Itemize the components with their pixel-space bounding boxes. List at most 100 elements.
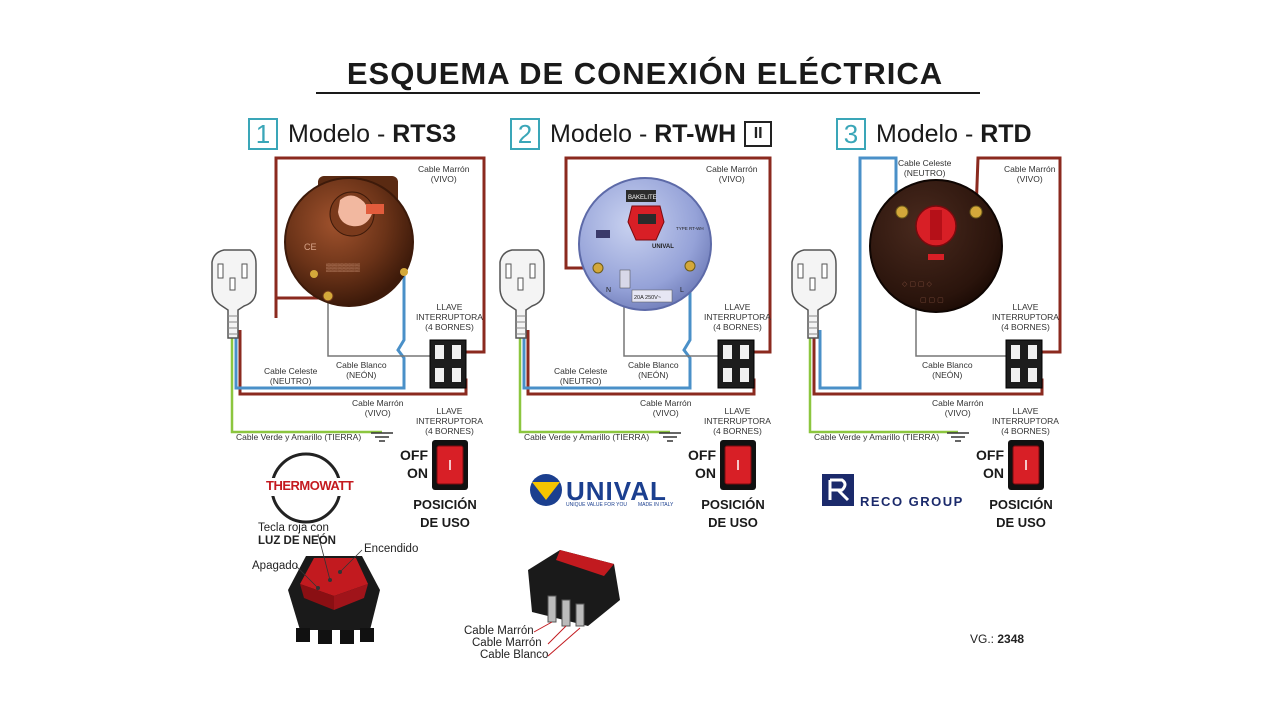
- m1-label-tierra: Cable Verde y Amarillo (TIERRA): [236, 432, 362, 442]
- m3-label-tierra: Cable Verde y Amarillo (TIERRA): [814, 432, 940, 442]
- reference-code: VG.: 2348: [970, 632, 1024, 646]
- m1-bornes-text: (4 BORNES): [425, 322, 474, 332]
- m3-label-marron-bottom: Cable Marrón(VIVO): [932, 398, 984, 418]
- m2-n-label: N: [606, 287, 611, 294]
- m2-label-blanco: Cable Blanco(NEÓN): [628, 360, 679, 380]
- m2-label-marron-bottom: Cable Marrón(VIVO): [640, 398, 692, 418]
- m1-posicion-text: POSICIÓN: [413, 497, 477, 512]
- reference-value: 2348: [997, 632, 1025, 646]
- m2-blanco-text: Cable Blanco: [628, 360, 679, 370]
- m1-thermostat-rts3: CE ▒▒▒▒▒▒: [284, 176, 414, 307]
- m3-interruptora-text: INTERRUPTORA: [992, 312, 1059, 322]
- model-name-1: RTS3: [392, 119, 457, 148]
- switch-detail-front: [288, 533, 380, 644]
- model-3-diagram: ◇ ▢ ▢ ◇ ▢ ▢ ▢: [791, 156, 1062, 491]
- m2-ground-wire: [518, 330, 670, 434]
- m3-off-text: OFF: [976, 447, 1004, 463]
- m2-celeste-text: Cable Celeste: [554, 366, 608, 376]
- m2-llave-text: LLAVE: [724, 302, 751, 312]
- m1-ground-symbol: [370, 432, 394, 442]
- reco-logo: [822, 474, 854, 506]
- model-title-2: Modelo - RT-WH: [550, 120, 736, 149]
- switch-cable-1: Cable Marrón: [464, 625, 534, 637]
- m2-rating-label: 20A 250V~: [634, 295, 661, 301]
- m3-bornes2-text: (4 BORNES): [1001, 426, 1050, 436]
- m2-posicion-text: POSICIÓN: [701, 497, 765, 512]
- m1-white-wire: [327, 300, 432, 357]
- m3-blanco-text: Cable Blanco: [922, 360, 973, 370]
- model-heading-2: 2 Modelo - RT-WH II: [510, 116, 773, 152]
- m2-llave2-text: LLAVE: [724, 406, 751, 416]
- m3-llave2-text: LLAVE: [1012, 406, 1039, 416]
- m3-switch-terminal: [1005, 339, 1043, 389]
- m1-interruptora2-text: INTERRUPTORA: [416, 416, 483, 426]
- m1-interruptora-text: INTERRUPTORA: [416, 312, 483, 322]
- model-number-1: 1: [248, 118, 278, 150]
- switch-detail-rear: [528, 550, 620, 657]
- m1-label-marron-top-vivo: (VIVO): [430, 174, 457, 184]
- m2-de-uso-text: DE USO: [708, 515, 758, 530]
- m3-llave-text: LLAVE: [1012, 302, 1039, 312]
- m2-switch-terminal: [717, 339, 755, 389]
- m3-neon-text: (NEÓN): [932, 370, 963, 380]
- reference-label: VG.:: [970, 632, 998, 646]
- m2-plug: [499, 249, 545, 339]
- m1-bornes2-text: (4 BORNES): [425, 426, 474, 436]
- m3-interruptora2-text: INTERRUPTORA: [992, 416, 1059, 426]
- m2-bornes2-text: (4 BORNES): [713, 426, 762, 436]
- m1-llave-text: LLAVE: [436, 302, 463, 312]
- m1-off-text: OFF: [400, 447, 428, 463]
- title-underline: [316, 92, 980, 94]
- m2-ground-symbol: [658, 432, 682, 442]
- m2-l-label: L: [680, 287, 684, 294]
- m2-bornes-text: (4 BORNES): [713, 322, 762, 332]
- svg-text:◇ ▢ ▢ ◇: ◇ ▢ ▢ ◇: [902, 281, 932, 288]
- m2-interruptora2-text: INTERRUPTORA: [704, 416, 771, 426]
- m3-plug: [791, 249, 837, 339]
- switch-note-neon: LUZ DE NEÓN: [258, 535, 336, 547]
- switch-cable-3: Cable Blanco: [480, 649, 549, 661]
- m3-posicion-text: POSICIÓN: [989, 497, 1053, 512]
- m1-llave2-text: LLAVE: [436, 406, 463, 416]
- m2-marron-bottom-text: Cable Marrón: [640, 398, 692, 408]
- m3-thermostat-rtd: ◇ ▢ ▢ ◇ ▢ ▢ ▢: [869, 179, 1003, 313]
- m1-ground-wire: [230, 330, 382, 434]
- m3-celeste-top-text: Cable Celeste: [898, 158, 952, 168]
- m1-on-text: ON: [407, 465, 428, 481]
- m2-unival-mark: UNIVAL: [652, 244, 674, 250]
- m1-marron-bottom-text: Cable Marrón: [352, 398, 404, 408]
- model-heading-1: 1 Modelo - RTS3: [248, 116, 456, 152]
- m2-posicion-uso: POSICIÓN DE USO: [688, 496, 778, 532]
- m2-thermostat-rtwh: BAKELITE UNIVAL TYPE RT-WH N L 20A 250V~: [578, 177, 712, 311]
- m3-on-text: ON: [983, 465, 1004, 481]
- m2-marron-top-vivo: (VIVO): [718, 174, 745, 184]
- m2-label-tierra: Cable Verde y Amarillo (TIERRA): [524, 432, 650, 442]
- model-2-diagram: BAKELITE UNIVAL TYPE RT-WH N L 20A 250V~: [499, 156, 772, 491]
- m3-off-on: OFF ON: [968, 446, 1004, 482]
- switch-note-apagado: Apagado: [252, 560, 299, 572]
- m3-label-blanco: Cable Blanco(NEÓN): [922, 360, 973, 380]
- m3-bornes-text: (4 BORNES): [1001, 322, 1050, 332]
- thermowatt-logo: [262, 452, 350, 524]
- brand-unival-tagline: UNIQUE VALUE FOR YOU: [566, 502, 627, 508]
- model-name-2: RT-WH: [654, 119, 737, 148]
- svg-text:▒▒▒▒▒▒: ▒▒▒▒▒▒: [326, 263, 360, 272]
- class-ii-badge: II: [744, 121, 773, 147]
- m2-marron-top-text: Cable Marrón: [706, 164, 758, 174]
- m1-label-marron-top-text: Cable Marrón: [418, 164, 470, 174]
- m1-label-blanco: Cable Blanco(NEÓN): [336, 360, 387, 380]
- m1-blanco-text: Cable Blanco: [336, 360, 387, 370]
- m3-ground-symbol: [946, 432, 970, 442]
- model-number-2: 2: [510, 118, 540, 150]
- svg-text:CE: CE: [304, 242, 317, 252]
- m3-ground-wire: [808, 330, 958, 434]
- svg-text:▢ ▢ ▢: ▢ ▢ ▢: [920, 297, 944, 304]
- m2-blue-wire: [522, 268, 692, 390]
- model-1-diagram: CE ▒▒▒▒▒▒: [211, 156, 486, 491]
